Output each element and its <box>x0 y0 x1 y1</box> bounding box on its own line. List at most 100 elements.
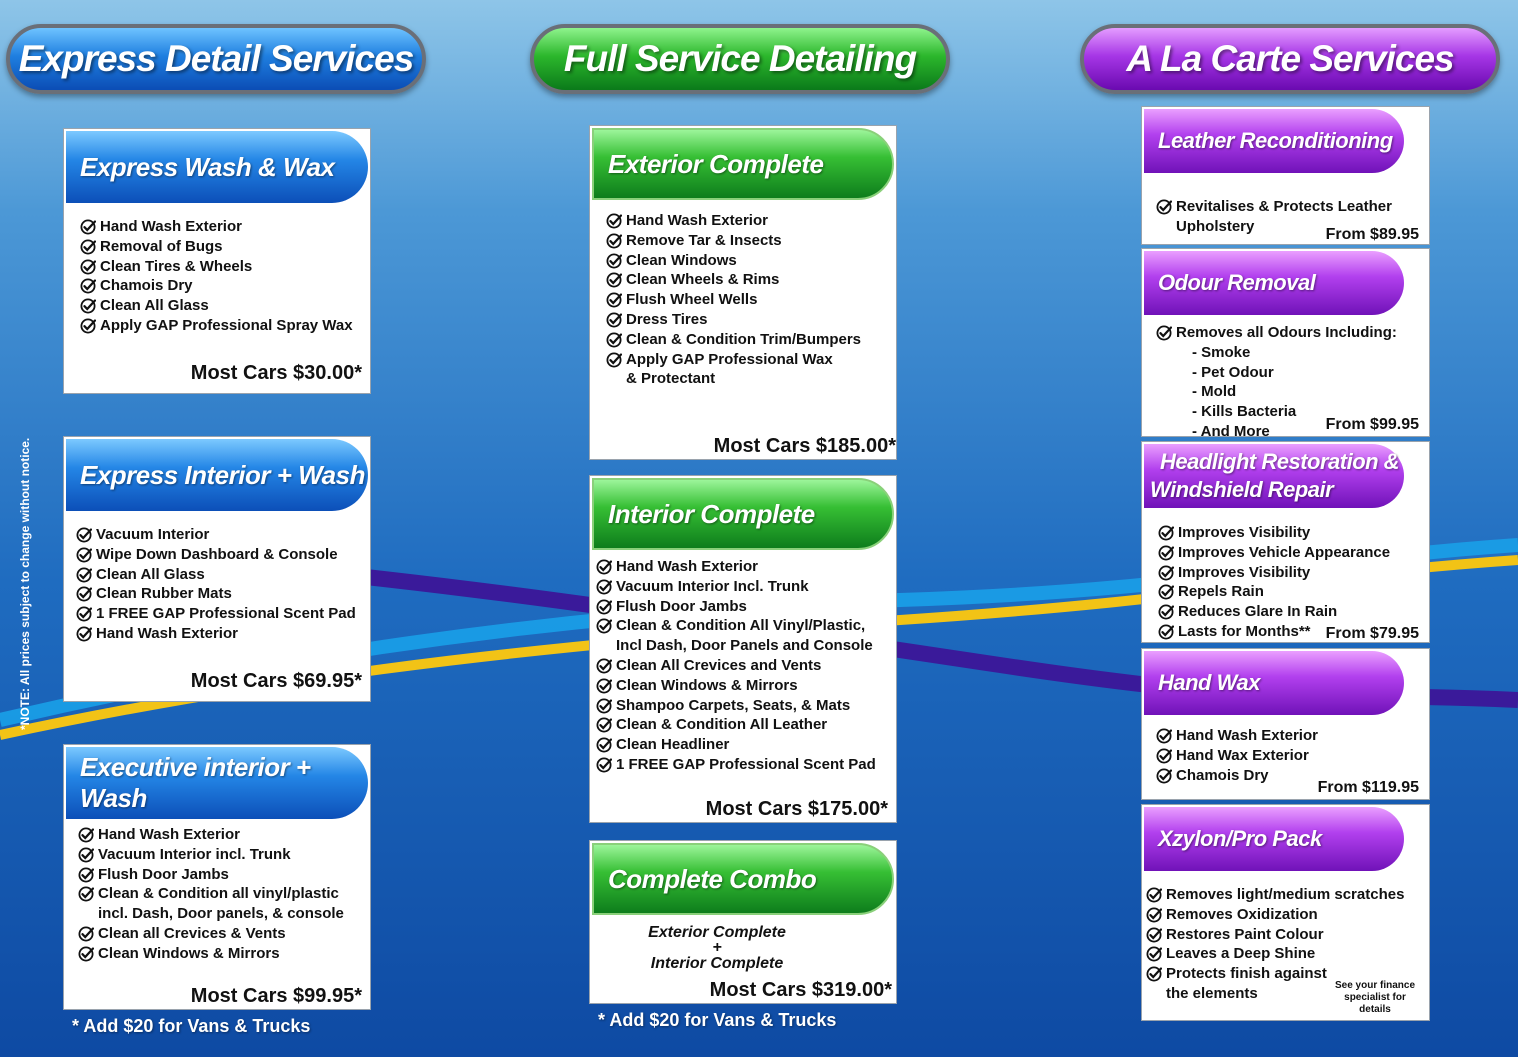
list-item: 1 FREE GAP Professional Scent Pad <box>596 755 876 775</box>
card-headlight-windshield: Headlight Restoration & Windshield Repai… <box>1141 441 1430 643</box>
check-circle-icon <box>78 886 95 902</box>
list-item-text: Apply GAP Professional Wax <box>626 350 833 368</box>
price-exterior-complete: Most Cars $185.00* <box>713 435 896 457</box>
list-item: Incl Dash, Door Panels and Console <box>596 636 876 656</box>
list-item: Hand Wash Exterior <box>76 624 356 644</box>
list-item-text: Reduces Glare In Rain <box>1178 603 1338 621</box>
header-a-la-carte: A La Carte Services <box>1080 24 1500 94</box>
price-hand-wax: From $119.95 <box>1318 779 1419 797</box>
check-circle-icon <box>80 219 97 235</box>
list-item: Removes Oxidization <box>1146 905 1404 925</box>
header-full-service: Full Service Detailing <box>530 24 950 94</box>
list-item-text: Improves Vehicle Appearance <box>1178 543 1391 561</box>
list-item: Shampoo Carpets, Seats, & Mats <box>596 696 876 716</box>
price-odour: From $99.95 <box>1325 416 1419 433</box>
list-item: Chamois Dry <box>1156 766 1318 786</box>
list-item-text: Protects finish against <box>1166 965 1327 983</box>
list-item: Clean & Condition All Leather <box>596 715 876 735</box>
check-circle-icon <box>606 352 623 368</box>
check-circle-icon <box>76 626 93 642</box>
check-circle-icon <box>1158 624 1175 640</box>
list-item: Clean Rubber Mats <box>76 584 356 604</box>
list-item-text: & Protectant <box>626 370 716 388</box>
tab-interior-complete: Interior Complete <box>592 478 894 550</box>
tab-complete-combo: Complete Combo <box>592 843 894 915</box>
card-odour-removal: Odour Removal Removes all Odours Includi… <box>1141 248 1430 440</box>
check-circle-icon <box>596 618 613 634</box>
list-item: Improves Visibility <box>1158 523 1390 543</box>
check-circle-icon <box>78 867 95 883</box>
list-item: Remove Tar & Insects <box>606 231 861 251</box>
list-item: Clean & Condition Trim/Bumpers <box>606 330 861 350</box>
list-item: Clean Wheels & Rims <box>606 270 861 290</box>
list-item-text: Chamois Dry <box>1176 766 1269 784</box>
check-circle-icon <box>1156 325 1173 341</box>
list-item-text: Dress Tires <box>626 310 708 328</box>
list-item-text: Flush Wheel Wells <box>626 291 758 309</box>
check-circle-icon <box>78 926 95 942</box>
check-circle-icon <box>1158 565 1175 581</box>
check-circle-icon <box>606 332 623 348</box>
list-item-text: the elements <box>1166 984 1258 1002</box>
list-item: Apply GAP Professional Wax <box>606 350 861 370</box>
list-item-text: Clean Rubber Mats <box>96 585 232 603</box>
check-circle-icon <box>80 318 97 334</box>
list-item-text: Vacuum Interior incl. Trunk <box>98 845 291 863</box>
price-executive-interior-wash: Most Cars $99.95* <box>190 985 362 1007</box>
list-item: Clean Windows & Mirrors <box>596 676 876 696</box>
list-item: Apply GAP Professional Spray Wax <box>80 316 353 336</box>
list-item-text: Clean All Glass <box>100 297 209 315</box>
list-item-text: Clean & Condition All Leather <box>616 716 828 734</box>
list-item-text: Vacuum Interior <box>96 526 210 543</box>
list-item: - Kills Bacteria <box>1156 402 1397 422</box>
tab-express-interior-wash: Express Interior + Wash <box>66 439 368 511</box>
list-item-text: - Smoke <box>1192 343 1251 361</box>
list-item: Wipe Down Dashboard & Console <box>76 545 356 565</box>
list-item-text: incl. Dash, Door panels, & console <box>98 905 344 923</box>
list-item: Hand Wax Exterior <box>1156 746 1318 766</box>
check-circle-icon <box>596 698 613 714</box>
tab-express-wash-wax: Express Wash & Wax <box>66 131 368 203</box>
list-item-text: Removes all Odours Including: <box>1176 324 1397 341</box>
card-complete-combo: Complete Combo Exterior Complete + Inter… <box>589 840 897 1004</box>
tab-hand-wax: Hand Wax <box>1144 651 1404 715</box>
check-circle-icon <box>596 678 613 694</box>
list-item: Improves Vehicle Appearance <box>1158 543 1390 563</box>
list-item-text: Hand Wash Exterior <box>1176 727 1318 744</box>
check-circle-icon <box>1146 907 1163 923</box>
list-item-text: Remove Tar & Insects <box>626 231 782 249</box>
check-circle-icon <box>1156 748 1173 764</box>
list-item-text: Upholstery <box>1176 217 1255 235</box>
check-circle-icon <box>596 579 613 595</box>
tab-xzylon-pro-pack: Xzylon/Pro Pack <box>1144 807 1404 871</box>
list-item-text: Leaves a Deep Shine <box>1166 945 1316 963</box>
check-circle-icon <box>596 599 613 615</box>
list-item: Clean & Condition all vinyl/plastic <box>78 884 344 904</box>
check-circle-icon <box>1156 728 1173 744</box>
check-circle-icon <box>76 567 93 583</box>
list-item-text: Wipe Down Dashboard & Console <box>96 545 338 563</box>
list-item: Chamois Dry <box>80 276 353 296</box>
check-circle-icon <box>606 253 623 269</box>
list-item-text: Lasts for Months** <box>1178 622 1311 640</box>
check-circle-icon <box>1158 545 1175 561</box>
list-item: Hand Wash Exterior <box>606 211 861 231</box>
combo-plus: + <box>712 939 722 956</box>
list-item: Hand Wash Exterior <box>80 217 353 237</box>
list-item-text: Clean Windows & Mirrors <box>98 944 280 962</box>
check-circle-icon <box>596 717 613 733</box>
tab-headlight-line2: Windshield Repair <box>1150 477 1334 502</box>
check-circle-icon <box>80 278 97 294</box>
combo-line-exterior: Exterior Complete <box>648 924 786 941</box>
list-item: Upholstery <box>1156 217 1392 237</box>
list-item-text: Hand Wash Exterior <box>96 624 238 642</box>
list-item-text: Apply GAP Professional Spray Wax <box>100 316 353 334</box>
check-circle-icon <box>1146 887 1163 903</box>
tab-odour-removal: Odour Removal <box>1144 251 1404 315</box>
